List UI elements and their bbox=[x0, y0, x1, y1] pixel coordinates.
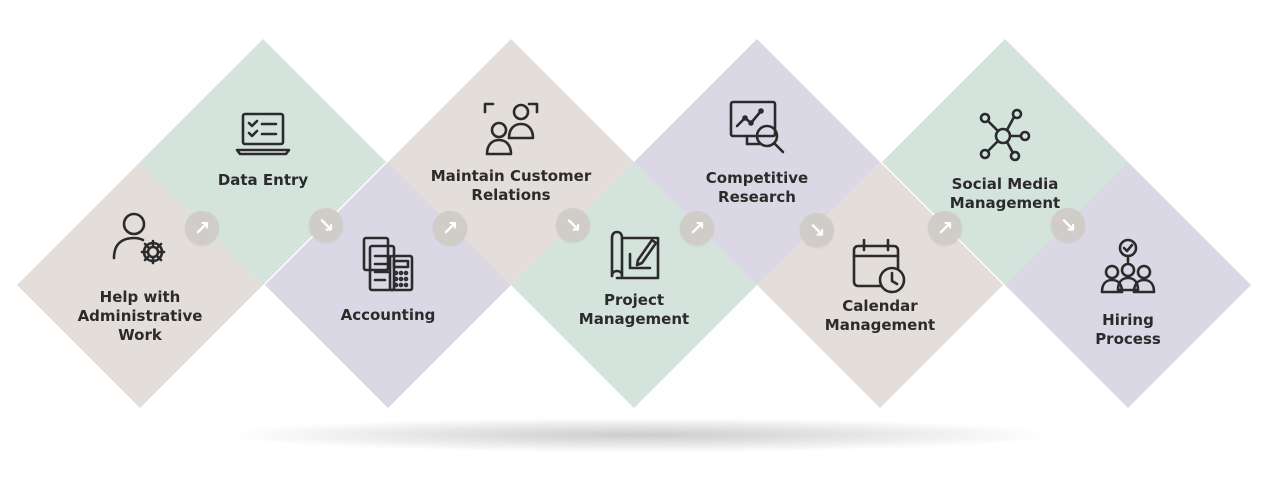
step-label: Maintain Customer Relations bbox=[430, 167, 592, 204]
step-label: Data Entry bbox=[217, 171, 309, 189]
arrow-up-right-icon: ↗ bbox=[185, 211, 219, 245]
arrow-glyph: ↘ bbox=[564, 213, 582, 237]
arrow-up-right-icon: ↗ bbox=[928, 211, 962, 245]
network-icon bbox=[973, 104, 1037, 168]
arrow-glyph: ↘ bbox=[1059, 213, 1077, 237]
step-label: Project Management bbox=[578, 291, 690, 328]
step-label: Calendar Management bbox=[824, 297, 936, 334]
step-label: Help with Administrative Work bbox=[77, 288, 203, 344]
arrow-glyph: ↗ bbox=[441, 216, 459, 240]
step-label: Hiring Process bbox=[1095, 311, 1161, 348]
arrow-down-right-icon: ↘ bbox=[556, 208, 590, 242]
blueprint-pen-icon bbox=[602, 224, 666, 288]
arrow-down-right-icon: ↘ bbox=[800, 213, 834, 247]
arrow-glyph: ↘ bbox=[317, 213, 335, 237]
step-label: Accounting bbox=[340, 306, 436, 324]
floor-shadow bbox=[230, 418, 1050, 452]
step-label: Competitive Research bbox=[705, 169, 809, 206]
arrow-up-right-icon: ↗ bbox=[433, 211, 467, 245]
documents-calculator-icon bbox=[356, 232, 420, 296]
step-label: Social Media Management bbox=[949, 175, 1061, 212]
monitor-search-icon bbox=[725, 96, 789, 160]
arrow-up-right-icon: ↗ bbox=[680, 211, 714, 245]
customers-icon bbox=[479, 96, 543, 160]
arrow-glyph: ↗ bbox=[193, 216, 211, 240]
arrow-glyph: ↗ bbox=[688, 216, 706, 240]
user-gear-icon bbox=[108, 206, 172, 270]
arrow-down-right-icon: ↘ bbox=[1051, 208, 1085, 242]
laptop-checklist-icon bbox=[231, 104, 295, 168]
arrow-glyph: ↘ bbox=[808, 218, 826, 242]
arrow-glyph: ↗ bbox=[936, 216, 954, 240]
arrow-down-right-icon: ↘ bbox=[309, 208, 343, 242]
calendar-clock-icon bbox=[848, 234, 912, 298]
hiring-team-icon bbox=[1096, 236, 1160, 300]
